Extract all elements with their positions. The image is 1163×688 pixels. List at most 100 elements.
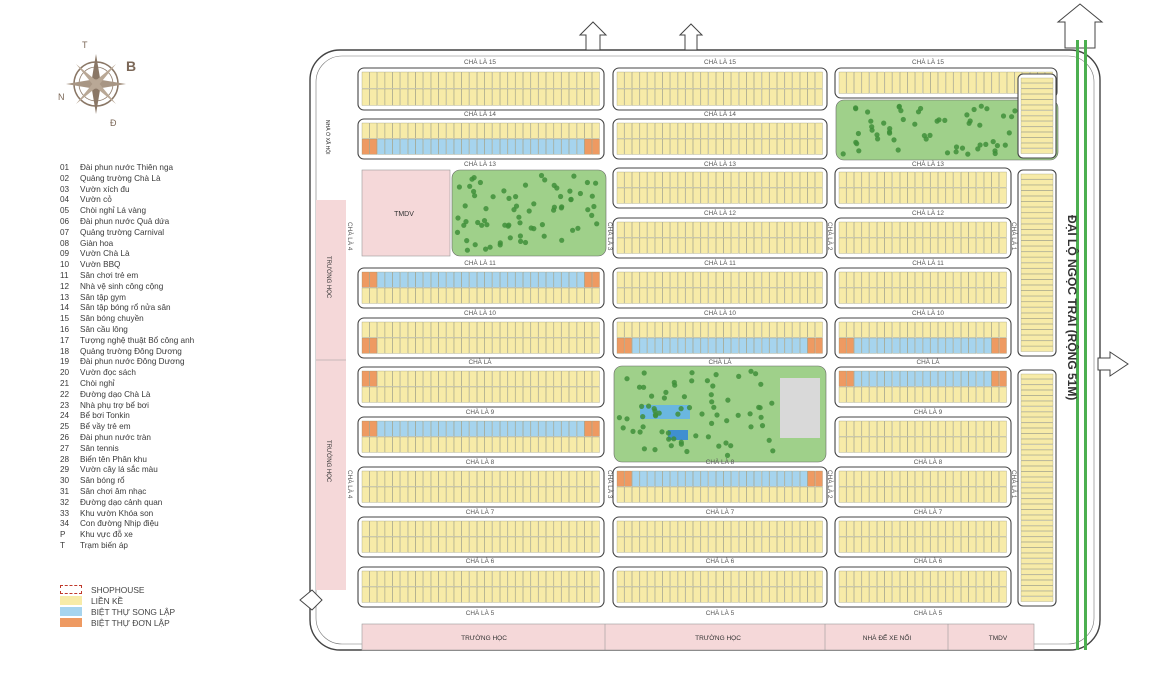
lot — [461, 470, 470, 487]
lot — [592, 586, 600, 603]
lot — [1020, 173, 1054, 180]
lot — [930, 237, 938, 254]
lot — [815, 570, 823, 587]
lot — [799, 187, 808, 204]
tree — [735, 412, 741, 418]
lot — [461, 570, 470, 587]
lot — [492, 386, 500, 403]
lot — [723, 88, 732, 106]
lot — [807, 237, 815, 254]
lot — [976, 271, 984, 288]
lot — [616, 71, 625, 89]
lot — [492, 337, 500, 354]
lot — [976, 337, 984, 354]
lot — [639, 71, 648, 89]
lot — [523, 436, 531, 453]
lot — [807, 536, 815, 553]
lot — [915, 271, 923, 288]
tree — [516, 214, 522, 220]
lot — [361, 88, 370, 106]
lot — [639, 321, 648, 338]
lot — [1020, 563, 1054, 570]
legend-number: 08 — [60, 238, 70, 248]
lot — [1020, 498, 1054, 504]
lot — [484, 321, 493, 338]
lot — [569, 386, 577, 403]
lot — [846, 337, 854, 354]
lot — [438, 586, 447, 603]
lot — [553, 386, 562, 403]
lot — [377, 122, 385, 139]
lot — [639, 237, 648, 254]
lot — [538, 470, 546, 487]
tree — [716, 443, 722, 449]
bottom-school-label-2: TRƯỜNG HỌC — [695, 633, 741, 642]
lot — [807, 520, 815, 537]
lot — [907, 337, 915, 354]
lot — [515, 138, 523, 155]
lot — [515, 536, 523, 553]
lot — [807, 88, 815, 106]
lot — [854, 337, 862, 354]
lot — [632, 237, 640, 254]
lot — [999, 171, 1007, 188]
lot — [670, 486, 678, 503]
lot — [754, 470, 762, 487]
lot-block — [612, 67, 828, 111]
lot — [693, 337, 701, 354]
lot — [899, 337, 908, 354]
tree — [461, 222, 467, 228]
lot — [400, 470, 408, 487]
lot — [799, 470, 808, 487]
lot — [815, 520, 823, 537]
lot — [700, 138, 709, 155]
lot — [968, 287, 977, 304]
lot — [569, 321, 577, 338]
lot — [576, 287, 585, 304]
lot — [639, 520, 648, 537]
tree — [479, 222, 485, 228]
lot — [685, 237, 693, 254]
tree — [659, 429, 665, 435]
lot — [915, 520, 923, 537]
lot — [576, 337, 585, 354]
lot — [624, 337, 632, 354]
lot — [945, 520, 954, 537]
lot — [453, 486, 462, 503]
legend-number: 24 — [60, 411, 70, 421]
lot — [624, 520, 632, 537]
lot — [907, 486, 915, 503]
lot — [469, 88, 477, 106]
lot — [899, 187, 908, 204]
lot — [507, 287, 516, 304]
lot — [377, 88, 385, 106]
lot — [961, 337, 969, 354]
lot — [884, 171, 893, 188]
lot — [369, 122, 378, 139]
lot — [461, 386, 470, 403]
lot — [1020, 307, 1054, 313]
lot — [907, 321, 915, 338]
lot — [1020, 487, 1054, 494]
lot — [869, 520, 877, 537]
lot — [538, 138, 546, 155]
lot — [616, 570, 625, 587]
lot — [846, 171, 854, 188]
lot — [907, 436, 915, 453]
lot — [423, 536, 431, 553]
lot — [761, 187, 770, 204]
lot — [915, 221, 923, 238]
tree — [689, 370, 695, 376]
lot — [477, 122, 485, 139]
lot — [569, 470, 577, 487]
lot — [738, 88, 747, 106]
lot — [754, 337, 762, 354]
lot — [484, 470, 493, 487]
social-housing-label: NHÀ Ở XÃ HỘI — [324, 120, 331, 155]
lot — [670, 536, 678, 553]
lot — [576, 570, 585, 587]
